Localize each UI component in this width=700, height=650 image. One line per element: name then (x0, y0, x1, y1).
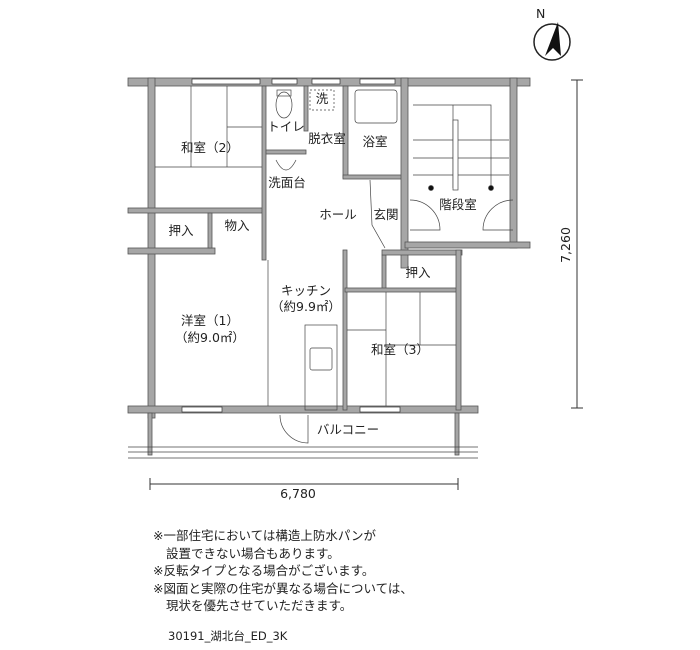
fixtures (128, 86, 514, 459)
room-labels: 和室（2） トイレ 洗 脱衣室 浴室 洗面台 ホール 玄関 階段室 押入 物入 … (168, 91, 476, 437)
width-dimension: 6,780 (280, 486, 316, 501)
room-toilet: トイレ (267, 119, 305, 134)
room-dressing: 脱衣室 (308, 131, 346, 146)
compass-icon: N (533, 6, 571, 61)
washbasin-label: 洗面台 (268, 175, 306, 190)
note-line: 設置できない場合もあります。 (166, 545, 340, 561)
room-bath: 浴室 (362, 134, 387, 149)
washer-label: 洗 (316, 91, 329, 106)
dimension-lines (149, 79, 583, 490)
windows (181, 78, 401, 413)
room-entrance: 玄関 (373, 207, 398, 222)
youshitsu-1-area: （約9.0㎡） (175, 330, 245, 345)
note-line: ※反転タイプとなる場合がございます。 (153, 563, 375, 578)
room-youshitsu-1: 洋室（1） (181, 313, 239, 328)
room-kitchen: キッチン (281, 283, 331, 298)
closet-oshiire-2: 押入 (405, 265, 431, 280)
room-washitsu-3: 和室（3） (371, 342, 429, 357)
room-washitsu-2: 和室（2） (181, 140, 239, 155)
kitchen-area: （約9.9㎡） (271, 299, 341, 314)
room-hall: ホール (319, 207, 357, 222)
storage-monoire: 物入 (224, 218, 250, 233)
balcony-label: バルコニー (317, 422, 379, 437)
closet-oshiire-1: 押入 (168, 223, 194, 238)
stairwell-label: 階段室 (439, 197, 477, 212)
notes: ※一部住宅においては構造上防水パンが 設置できない場合もあります。 ※反転タイプ… (153, 527, 413, 615)
depth-dimension: 7,260 (558, 227, 573, 263)
note-line: ※図面と実際の住宅が異なる場合については、 (153, 580, 413, 596)
plan-code: 30191_湖北台_ED_3K (168, 629, 288, 643)
note-line: 現状を優先させていただきます。 (166, 598, 353, 613)
note-line: ※一部住宅においては構造上防水パンが (153, 528, 376, 543)
compass-label: N (536, 6, 545, 21)
